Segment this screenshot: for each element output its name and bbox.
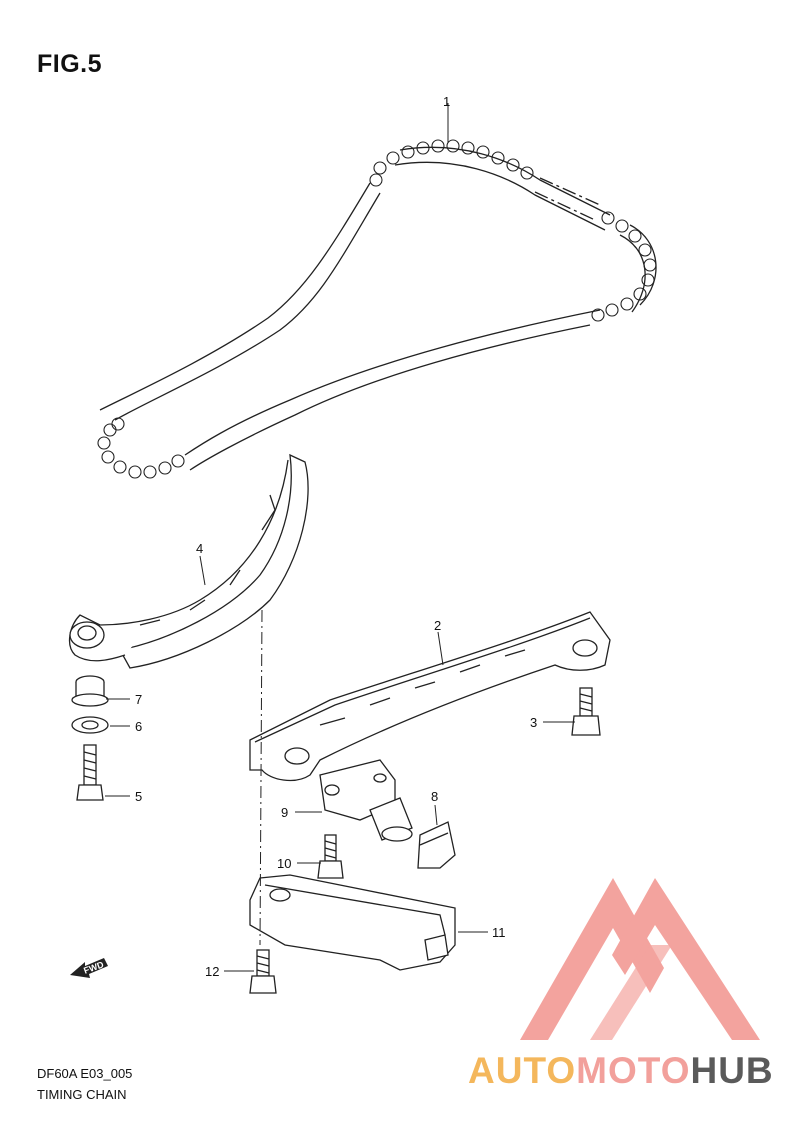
timing-chain (97, 139, 657, 479)
bushing (71, 675, 109, 707)
callout-9: 9 (281, 805, 288, 820)
tensioner-clip (417, 821, 456, 869)
callout-4: 4 (196, 541, 203, 556)
bolt-12 (249, 949, 277, 994)
watermark-brand: AUTOMOTOHUB (468, 1050, 774, 1092)
callout-7: 7 (135, 692, 142, 707)
callout-5: 5 (135, 789, 142, 804)
svg-text:FWD: FWD (82, 959, 105, 976)
alignment-line (259, 609, 263, 946)
tensioner-guide (68, 453, 309, 669)
brand-part-hub: HUB (690, 1050, 774, 1091)
model-code: DF60A E03_005 (37, 1066, 133, 1081)
figure-title: FIG.5 (37, 50, 103, 78)
callout-11: 11 (492, 925, 506, 940)
bolt-10 (317, 834, 344, 879)
callout-1: 1 (443, 94, 450, 109)
section-name: TIMING CHAIN (37, 1087, 127, 1102)
chain-guide (249, 611, 611, 782)
callout-8: 8 (431, 789, 438, 804)
callout-10: 10 (277, 856, 291, 871)
forward-arrow-icon: FWD (70, 958, 108, 978)
chain-tensioner (319, 759, 413, 842)
bolt-5 (76, 744, 104, 801)
brand-part-moto: MOTO (576, 1050, 691, 1091)
tensioner-bracket (249, 874, 456, 971)
callout-leaders (105, 103, 575, 972)
callout-12: 12 (205, 964, 219, 979)
brand-part-auto: AUTO (468, 1050, 577, 1091)
callout-2: 2 (434, 618, 441, 633)
washer (71, 716, 109, 734)
callout-6: 6 (135, 719, 142, 734)
bolt-3 (571, 687, 601, 736)
watermark-logo (520, 878, 760, 1040)
callout-3: 3 (530, 715, 537, 730)
